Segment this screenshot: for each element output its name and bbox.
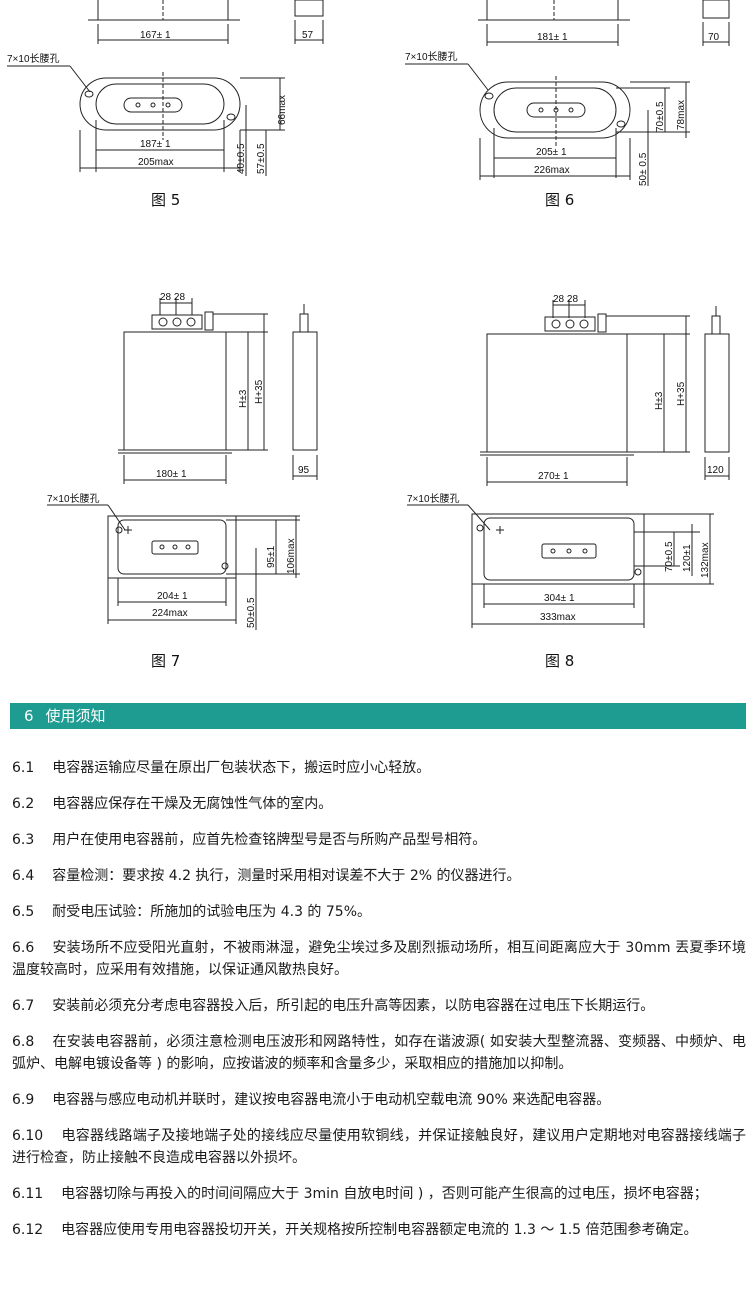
fig8-height-total: H+35 [676,381,687,406]
fig8-terminal-pitch: 28 28 [553,294,578,305]
fig7-height-max: 106max [286,538,297,574]
note-text: 电容器应使用专用电容器投切开关，开关规格按所控制电容器额定电流的 1.3 ～ 1… [61,1222,698,1238]
fig5-hole-offset: 40±0.5 [236,143,247,174]
note-number: 6.8 [12,1034,35,1050]
fig6-side-width: 70 [708,32,720,43]
note-number: 6.10 [12,1128,44,1144]
note-number: 6.6 [12,940,35,956]
note-item: 6.2 电容器应保存在干燥及无腐蚀性气体的室内。 [12,793,746,815]
figure-5-caption: 图 5 [151,191,181,209]
note-text: 用户在使用电容器前，应首先检查铭牌型号是否与所购产品型号相符。 [52,832,487,848]
figure-6-caption: 图 6 [545,191,575,209]
fig6-inner-width: 205± 1 [536,147,567,158]
fig8-slot-label: 7×10长腰孔 [407,493,460,505]
fig7-height-total: H+35 [254,379,265,404]
fig8-side-width: 120 [707,465,724,476]
figure-7-drawing: 28 28 H±3 H+35 180± 1 95 7×10长腰孔 [47,292,318,630]
fig8-hole-pitch: 70±0.5 [664,541,675,572]
note-text: 电容器运输应尽量在原出厂包装状态下，搬运时应小心轻放。 [52,760,431,776]
fig6-hole-offset: 50± 0.5 [638,152,649,186]
fig7-inner-width: 204± 1 [157,591,188,602]
note-text: 电容器切除与再投入的时间间隔应大于 3min 自放电时间 ) ，否则可能产生很高… [61,1186,708,1202]
note-item: 6.4 容量检测：要求按 4.2 执行，测量时采用相对误差不大于 2% 的仪器进行… [12,865,746,887]
fig8-inner-width: 304± 1 [544,593,575,604]
figure-7-caption: 图 7 [151,652,181,670]
fig7-body-width: 180± 1 [156,469,187,480]
fig7-slot-label: 7×10长腰孔 [47,493,100,505]
fig7-hole-pitch: 95±1 [266,545,277,568]
fig5-hole-pitch: 57±0.5 [256,143,267,174]
fig6-hole-pitch: 70±0.5 [655,101,666,132]
section-header: 6 使用须知 [10,703,746,729]
note-text: 安装前必须充分考虑电容器投入后，所引起的电压升高等因素，以防电容器在过电压下长期… [52,998,655,1014]
note-item: 6.11 电容器切除与再投入的时间间隔应大于 3min 自放电时间 ) ，否则可能… [12,1183,746,1205]
fig8-height: H±3 [654,391,665,410]
usage-notes-list: 6.1 电容器运输应尽量在原出厂包装状态下，搬运时应小心轻放。 6.2 电容器应保存… [12,757,746,1255]
section-number: 6 [24,707,34,725]
note-number: 6.11 [12,1186,44,1202]
fig7-side-width: 95 [298,465,310,476]
fig6-height-max: 78max [676,100,687,130]
technical-drawings: 167± 1 57 7×10长腰孔 187± 1 205max 66max 40… [7,0,730,630]
figure-8-drawing: 28 28 H±3 H+35 270± 1 120 7×10长腰孔 [407,294,730,628]
fig6-top-width: 181± 1 [537,32,568,43]
fig6-outer-width: 226max [534,165,570,176]
section-title: 使用须知 [45,707,106,725]
note-text: 耐受电压试验：所施加的试验电压为 4.3 的 75%。 [52,904,371,920]
note-item: 6.1 电容器运输应尽量在原出厂包装状态下，搬运时应小心轻放。 [12,757,746,779]
fig8-mounting-pitch: 120±1 [682,544,693,572]
fig8-height-max: 132max [700,542,711,578]
figure-8-caption: 图 8 [545,652,575,670]
fig5-outer-width: 205max [138,157,174,168]
note-item: 6.5 耐受电压试验：所施加的试验电压为 4.3 的 75%。 [12,901,746,923]
note-text: 安装场所不应受阳光直射，不被雨淋湿，避免尘埃过多及剧烈振动场所，相互间距离应大于… [12,940,746,978]
note-item: 6.9 电容器与感应电动机并联时，建议按电容器电流小于电动机空载电流 90% 来选… [12,1089,746,1111]
note-number: 6.4 [12,868,35,884]
fig5-inner-width: 187± 1 [140,139,171,150]
note-text: 电容器应保存在干燥及无腐蚀性气体的室内。 [52,796,333,812]
figure-6-drawing: 181± 1 70 7×10长腰孔 205± 1 226max 70±0.5 7… [405,0,730,186]
figure-5-drawing: 167± 1 57 7×10长腰孔 187± 1 205max 66max 40… [7,0,324,176]
fig6-slot-label: 7×10长腰孔 [405,51,458,63]
note-item: 6.12 电容器应使用专用电容器投切开关，开关规格按所控制电容器额定电流的 1.3… [12,1219,746,1241]
note-text: 在安装电容器前，必须注意检测电压波形和网路特性，如存在谐波源( 如安装大型整流器… [12,1034,746,1072]
note-number: 6.3 [12,832,35,848]
fig5-top-width: 167± 1 [140,30,171,41]
fig5-side-width: 57 [302,30,314,41]
note-number: 6.9 [12,1092,35,1108]
fig7-hole-offset: 50±0.5 [246,597,257,628]
fig8-body-width: 270± 1 [538,471,569,482]
fig7-terminal-pitch: 28 28 [160,292,185,303]
note-number: 6.5 [12,904,35,920]
note-text: 容量检测：要求按 4.2 执行，测量时采用相对误差不大于 2% 的仪器进行。 [52,868,521,884]
note-text: 电容器与感应电动机并联时，建议按电容器电流小于电动机空载电流 90% 来选配电容… [52,1092,611,1108]
fig7-outer-width: 224max [152,608,188,619]
note-text: 电容器线路端子及接地端子处的接线应尽量使用软铜线，并保证接触良好，建议用户定期地… [12,1128,746,1166]
note-number: 6.1 [12,760,35,776]
note-number: 6.12 [12,1222,44,1238]
note-item: 6.3 用户在使用电容器前，应首先检查铭牌型号是否与所购产品型号相符。 [12,829,746,851]
note-item: 6.7 安装前必须充分考虑电容器投入后，所引起的电压升高等因素，以防电容器在过电压… [12,995,746,1017]
fig8-outer-width: 333max [540,612,576,623]
fig7-height: H±3 [238,389,249,408]
note-number: 6.2 [12,796,35,812]
fig5-slot-label: 7×10长腰孔 [7,53,60,65]
note-number: 6.7 [12,998,35,1014]
fig5-height-max: 66max [277,95,288,125]
